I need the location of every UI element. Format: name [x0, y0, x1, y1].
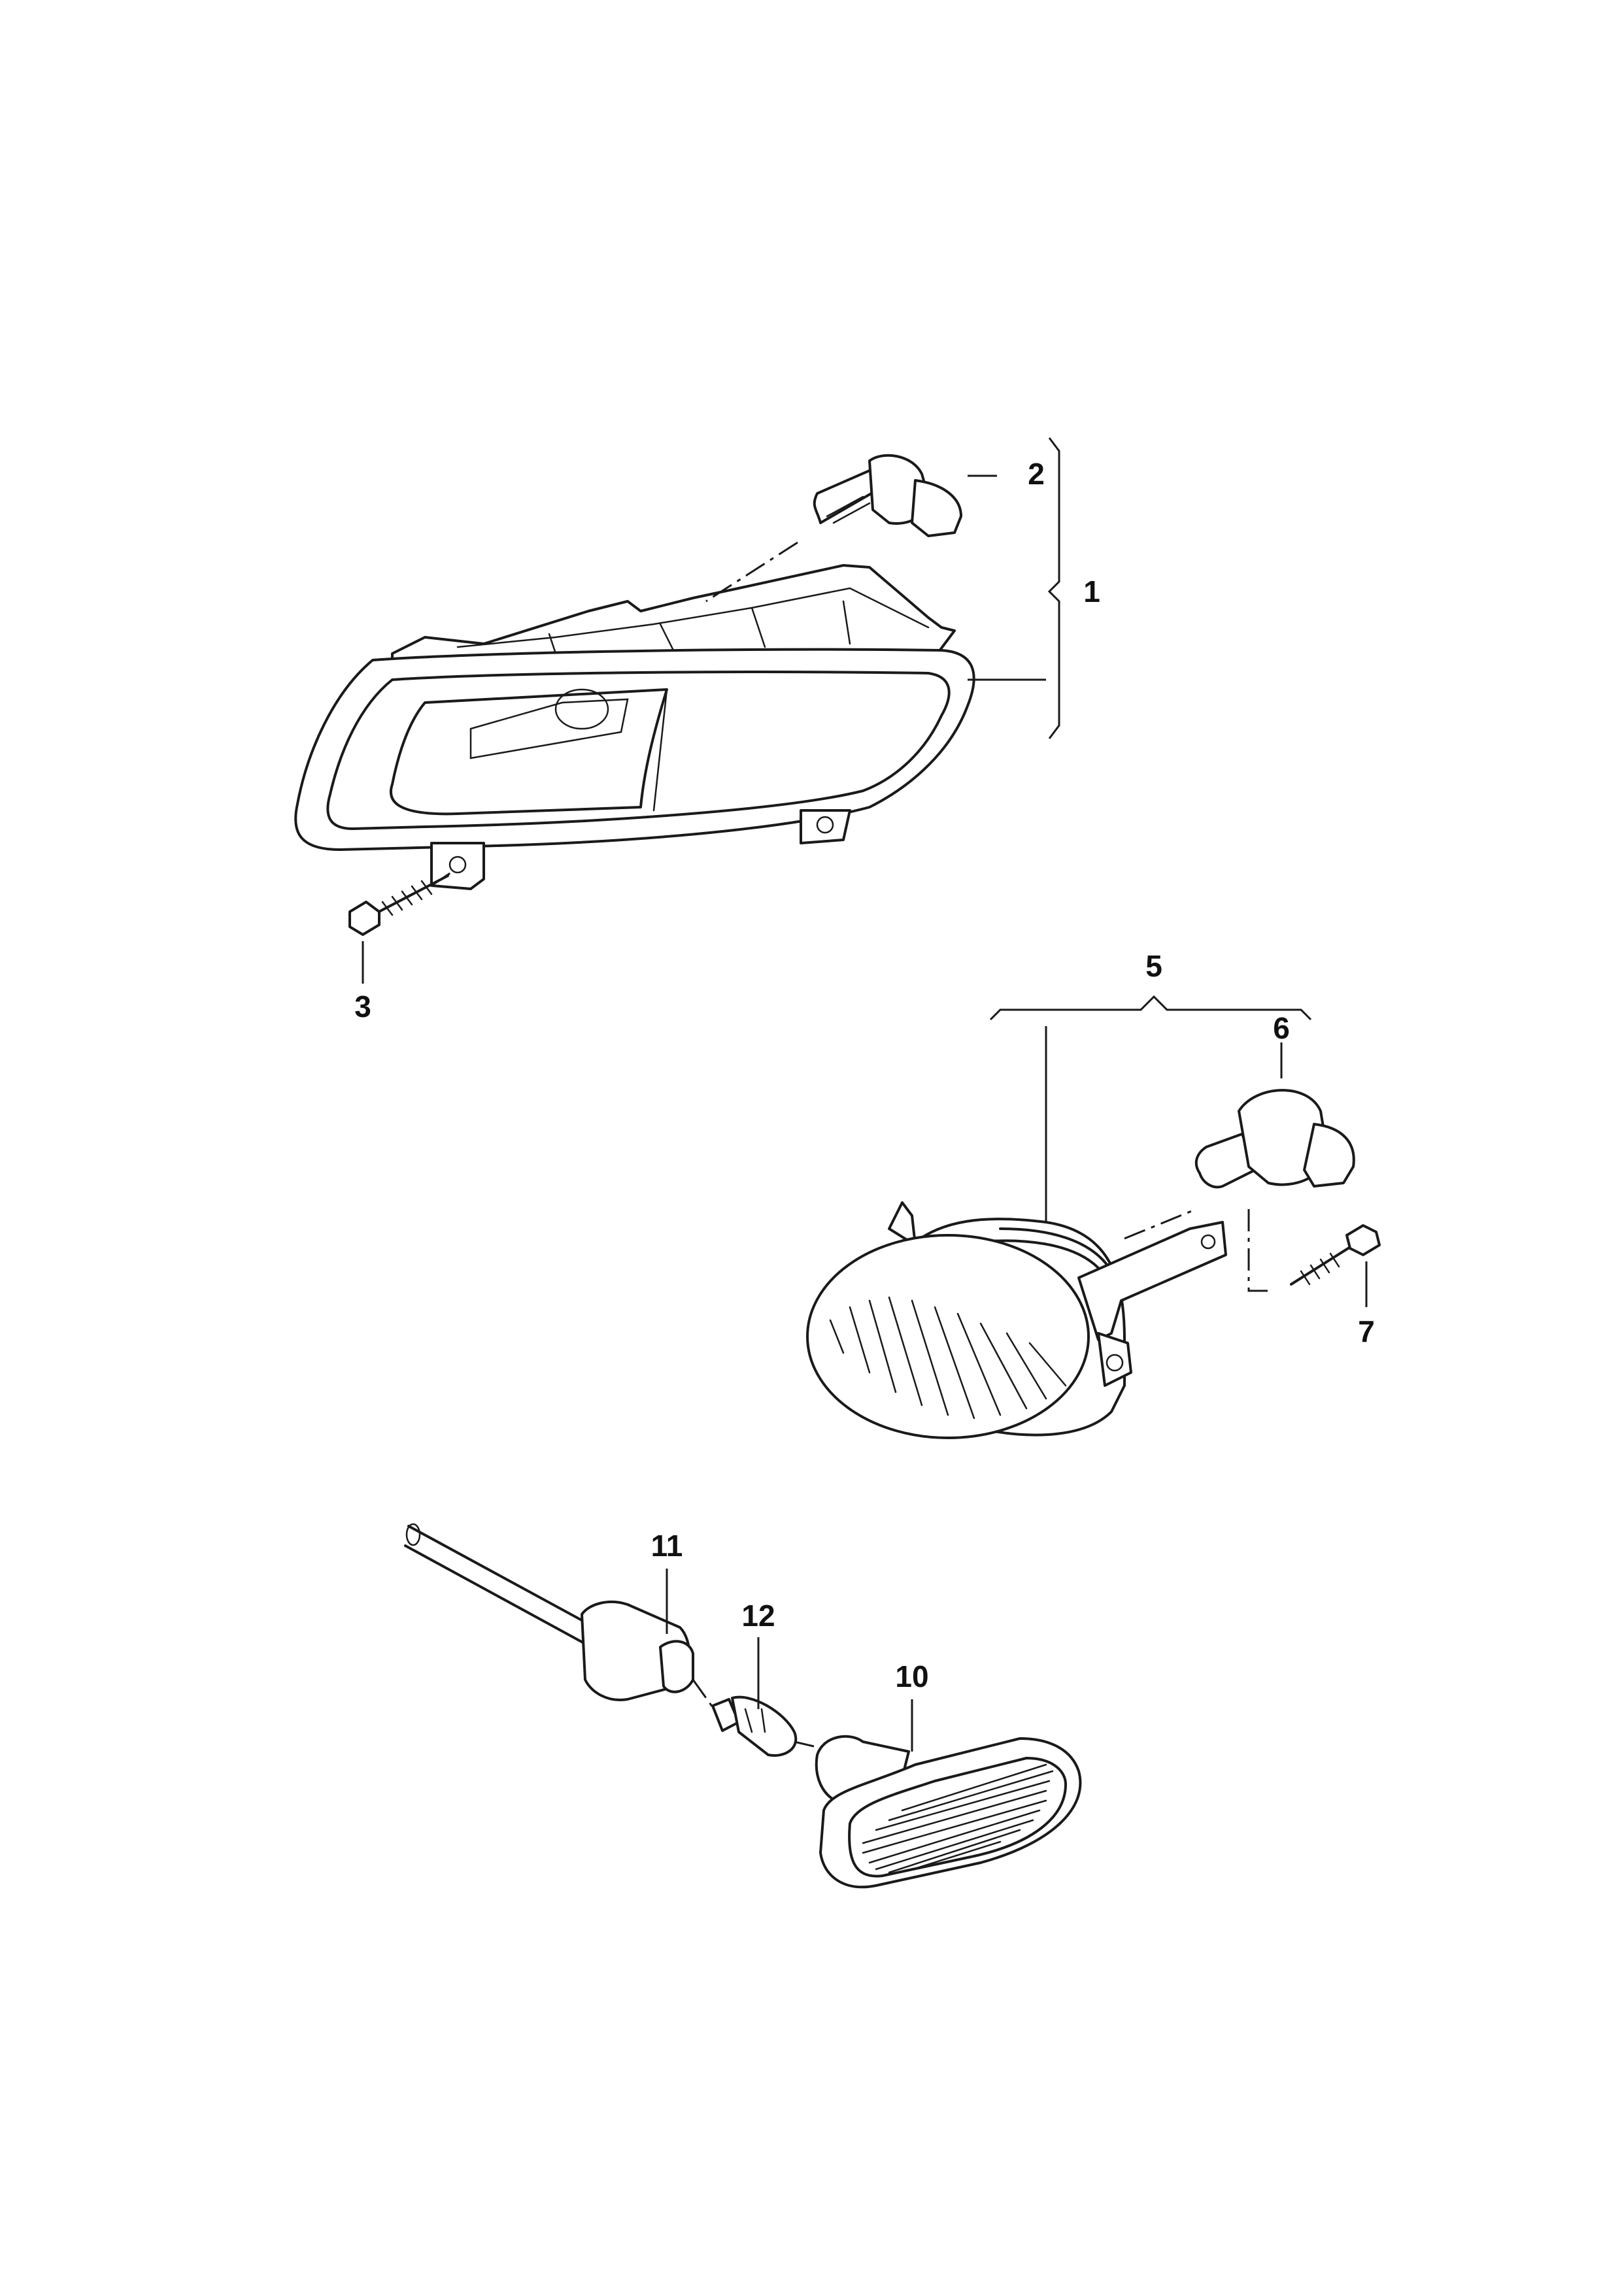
callout-bracket-1: [968, 437, 1060, 739]
screw-7: [1290, 1224, 1381, 1286]
assembly-line-3: [431, 871, 452, 887]
assembly-line-11: [692, 1679, 714, 1708]
assembly-line-12: [794, 1740, 815, 1748]
assembly-line-7: [1247, 1209, 1268, 1292]
callout-10: 10: [895, 1659, 929, 1693]
assembly-line-2: [705, 541, 798, 603]
callout-12: 12: [741, 1599, 775, 1633]
screw-3: [348, 874, 449, 936]
callout-2: 2: [1028, 457, 1045, 491]
round-fog-lamp: [806, 995, 1312, 1439]
assembly-line-6: [1124, 1208, 1197, 1240]
wiring-harness: [404, 1523, 596, 1645]
callout-5: 5: [1145, 949, 1162, 983]
bulb-12: [711, 1695, 798, 1757]
bulb-socket-11: [581, 1600, 694, 1701]
callout-3: 3: [354, 990, 371, 1023]
callout-6: 6: [1273, 1011, 1290, 1045]
side-marker-lamp-10: [815, 1735, 1082, 1889]
callout-7: 7: [1358, 1314, 1375, 1348]
bulb-6: [1194, 1089, 1355, 1189]
callout-11: 11: [650, 1529, 683, 1563]
bulb-2: [813, 454, 962, 537]
callout-1: 1: [1083, 574, 1100, 608]
fog-lamp-assembly: [294, 564, 975, 890]
